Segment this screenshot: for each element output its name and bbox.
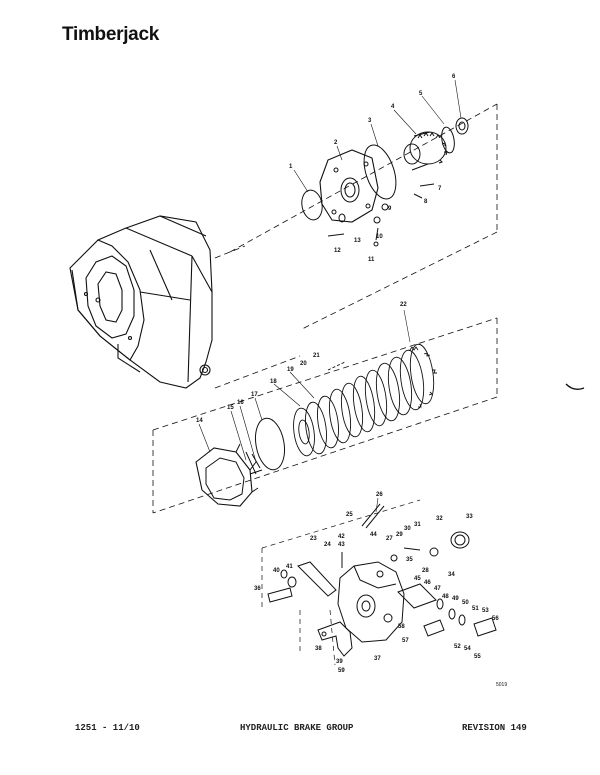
clutch-disc-pack (293, 343, 437, 457)
callout-11: 11 (368, 257, 375, 263)
callout-15: 15 (227, 405, 234, 411)
callout-53: 53 (482, 608, 489, 614)
callout-numbers: 1 2 3 4 5 6 7 8 9 10 11 12 13 14 15 16 1… (196, 74, 499, 674)
callout-49: 49 (452, 596, 459, 602)
footer-section-title: HYDRAULIC BRAKE GROUP (240, 723, 354, 733)
callout-47: 47 (434, 586, 441, 592)
callout-52: 52 (454, 644, 461, 650)
callout-37: 37 (374, 656, 381, 662)
callout-5: 5 (419, 91, 423, 97)
callout-50: 50 (462, 600, 469, 606)
piston-and-seal (195, 417, 286, 507)
callout-7: 7 (438, 186, 442, 192)
callout-28: 28 (422, 568, 429, 574)
transmission-housing (69, 215, 213, 389)
callout-29: 29 (396, 532, 403, 538)
callout-12: 12 (334, 248, 341, 254)
callout-58: 58 (398, 624, 405, 630)
callout-30: 30 (404, 526, 411, 532)
callout-8: 8 (424, 199, 428, 205)
callout-2: 2 (334, 140, 338, 146)
callout-48: 48 (442, 594, 449, 600)
callout-3: 3 (368, 118, 372, 124)
callout-4: 4 (391, 104, 395, 110)
leader-lines (198, 79, 462, 513)
callout-43: 43 (338, 542, 345, 548)
callout-35: 35 (406, 557, 413, 563)
callout-38: 38 (315, 646, 322, 652)
callout-24: 24 (324, 542, 331, 548)
callout-34: 34 (448, 572, 455, 578)
callout-32: 32 (436, 516, 443, 522)
callout-51: 51 (472, 606, 479, 612)
callout-59: 59 (338, 668, 345, 674)
callout-13: 13 (354, 238, 361, 244)
callout-36: 36 (254, 586, 261, 592)
middle-assembly-outline (152, 317, 498, 514)
callout-44: 44 (370, 532, 377, 538)
callout-57: 57 (402, 638, 409, 644)
callout-42: 42 (338, 534, 345, 540)
callout-16: 16 (237, 400, 244, 406)
callout-6: 6 (452, 74, 456, 80)
callout-18: 18 (270, 379, 277, 385)
valve-body-assembly (267, 503, 497, 657)
callout-9: 9 (388, 206, 392, 212)
callout-14: 14 (196, 418, 203, 424)
callout-46: 46 (424, 580, 431, 586)
scan-mark (565, 383, 585, 391)
callout-10: 10 (376, 234, 383, 240)
callout-22: 22 (400, 302, 407, 308)
callout-25: 25 (346, 512, 353, 518)
callout-45: 45 (414, 576, 421, 582)
callout-20: 20 (300, 361, 307, 367)
callout-19: 19 (287, 367, 294, 373)
footer-model-date: 1251 - 11/10 (75, 723, 140, 733)
lower-assembly-outline (261, 499, 421, 666)
callout-56: 56 (492, 616, 499, 622)
callout-40: 40 (273, 568, 280, 574)
upper-assembly-outline (214, 103, 498, 331)
callout-26: 26 (376, 492, 383, 498)
callout-39: 39 (336, 659, 343, 665)
callout-54: 54 (464, 646, 471, 652)
gear-part (403, 131, 448, 171)
callout-21: 21 (313, 353, 320, 359)
callout-31: 31 (414, 522, 421, 528)
callout-55: 55 (474, 654, 481, 660)
drawing-number: 5019 (496, 682, 507, 688)
brand-logo: Timberjack (62, 24, 159, 45)
callout-1: 1 (289, 164, 293, 170)
footer-revision: REVISION 149 (462, 723, 527, 733)
callout-27: 27 (386, 536, 393, 542)
callout-41: 41 (286, 564, 293, 570)
callout-33: 33 (466, 514, 473, 520)
upper-parts (301, 117, 469, 247)
callout-23: 23 (310, 536, 317, 542)
callout-17: 17 (251, 392, 258, 398)
